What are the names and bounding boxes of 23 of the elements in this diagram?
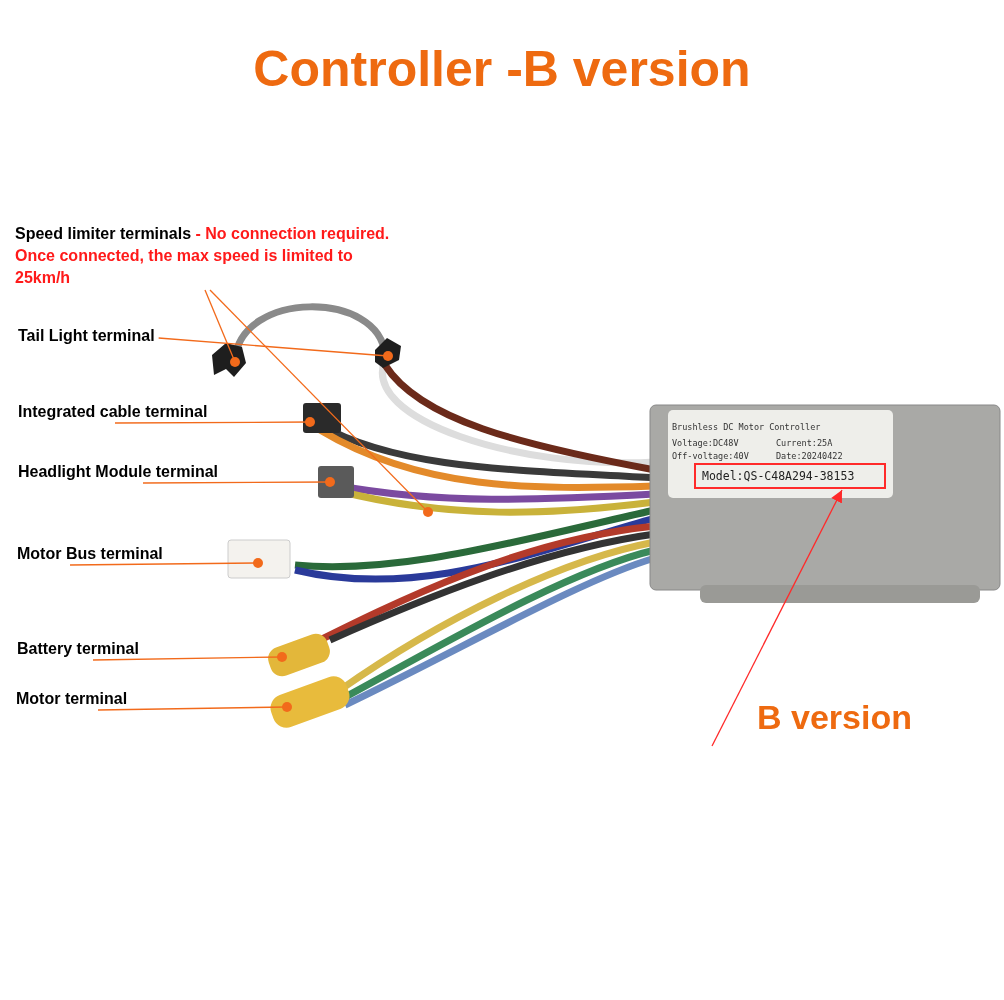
highlight-box: Model:QS-C48A294-38153 bbox=[694, 463, 886, 489]
callout-text: Headlight Module terminal bbox=[18, 462, 218, 482]
leader-line bbox=[142, 477, 335, 487]
callout-text: Battery terminal bbox=[17, 639, 139, 659]
callout-text: Tail Light terminal bbox=[18, 326, 155, 346]
leader-line bbox=[92, 652, 287, 662]
arrow bbox=[711, 489, 843, 747]
version-label: B version bbox=[757, 698, 912, 737]
spec-text: Voltage:DC48V bbox=[672, 438, 739, 448]
callout-text: Speed limiter terminals - No connection required. Once connected, the max speed is limited to 25km/h bbox=[15, 223, 407, 289]
callout-text: Motor terminal bbox=[16, 689, 128, 709]
title: Controller -B version bbox=[252, 40, 752, 98]
leader-line bbox=[157, 337, 393, 361]
spec-text: Off-voltage:40V bbox=[672, 451, 749, 461]
spec-text: Brushless DC Motor Controller bbox=[672, 422, 821, 432]
leader-line bbox=[114, 417, 315, 427]
leader-line bbox=[69, 558, 263, 568]
callout-text: Motor Bus terminal bbox=[17, 544, 163, 564]
leader-line bbox=[204, 289, 240, 367]
leader-line bbox=[209, 289, 433, 517]
callout-text: Integrated cable terminal bbox=[18, 402, 208, 422]
leader-line bbox=[97, 702, 292, 712]
spec-text: Current:25A bbox=[776, 438, 833, 448]
